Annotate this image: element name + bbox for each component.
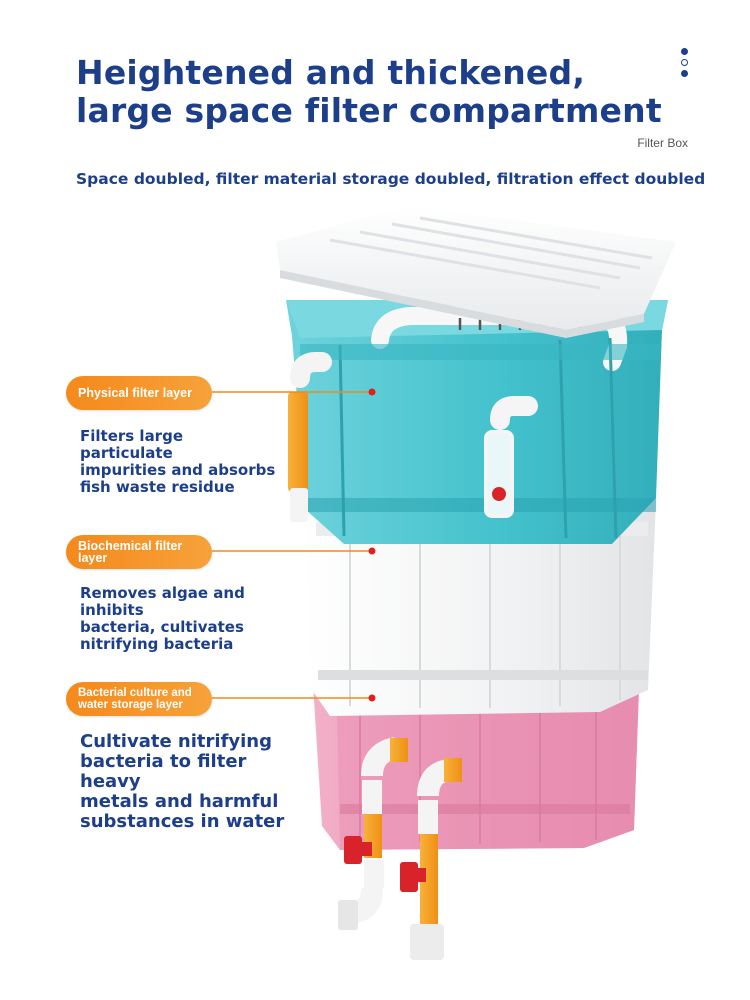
filter-box-lid (276, 206, 676, 338)
marker-biochemical (368, 547, 376, 555)
outlet-pipe-left (288, 352, 332, 522)
layer-desc-bacterial: Cultivate nitrifying bacteria to filter … (80, 732, 310, 832)
desc-line: nitrifying bacteria (80, 635, 234, 653)
outlet-pipes-bottom (338, 737, 462, 960)
page-subtitle: Space doubled, filter material storage d… (76, 170, 706, 188)
dot (681, 59, 688, 66)
desc-line: bacteria to filter heavy (80, 751, 247, 792)
desc-line: Removes algae and inhibits (80, 584, 245, 619)
vertical-dots-icon[interactable] (678, 46, 692, 80)
physical-filter-box (286, 300, 668, 544)
dot (681, 70, 688, 77)
desc-line: substances in water (80, 811, 285, 832)
callout-connectors (212, 388, 376, 702)
desc-line: fish waste residue (80, 478, 235, 496)
brand-tag: Filter Box (637, 136, 688, 150)
desc-line: impurities and absorbs (80, 461, 276, 479)
layer-label-physical: Physical filter layer (66, 376, 212, 410)
layer-label-bacterial: Bacterial culture and water storage laye… (66, 682, 212, 716)
marker-physical (368, 388, 376, 396)
page-title: Heightened and thickened, large space fi… (76, 53, 662, 130)
desc-line: bacteria, cultivates (80, 618, 244, 636)
dot (681, 48, 688, 55)
layer-desc-physical: Filters large particulate impurities and… (80, 428, 280, 496)
desc-line: Filters large particulate (80, 427, 183, 462)
title-line-1: Heightened and thickened, (76, 53, 586, 92)
desc-line: metals and harmful (80, 791, 279, 812)
desc-line: Cultivate nitrifying (80, 731, 272, 752)
layer-label-biochemical: Biochemical filter layer (66, 535, 212, 569)
layer-desc-biochemical: Removes algae and inhibits bacteria, cul… (80, 585, 310, 653)
title-line-2: large space filter compartment (76, 91, 662, 130)
marker-bacterial (368, 694, 376, 702)
